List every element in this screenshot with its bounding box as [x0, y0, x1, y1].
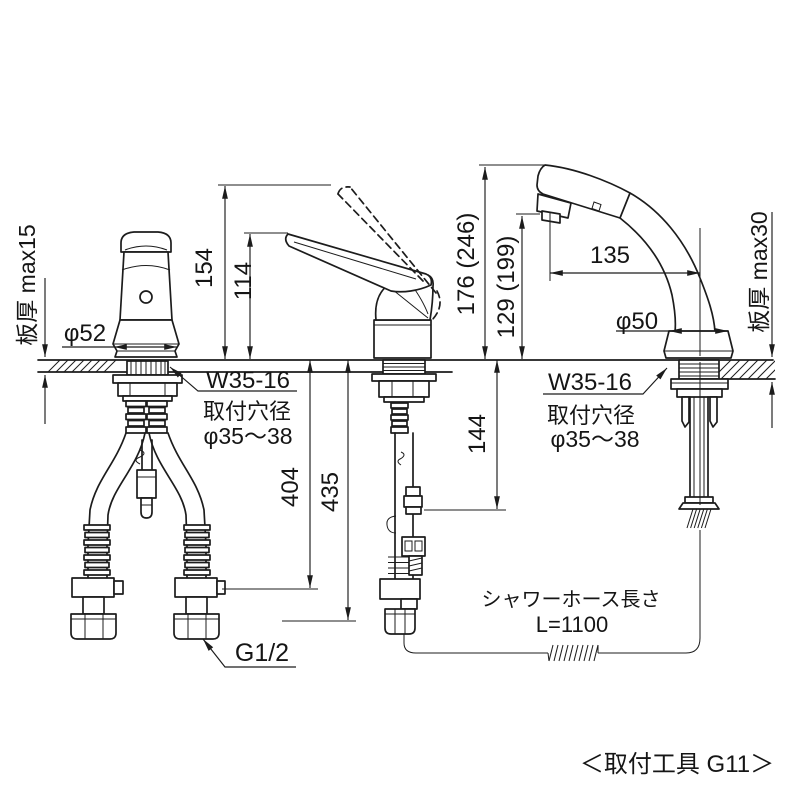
left-faucet-front-view	[70, 231, 226, 640]
label-plate-thickness-left: 板厚 max15	[14, 224, 40, 345]
hatch-left	[47, 359, 117, 373]
label-dia-50: φ50	[616, 308, 658, 335]
dim-label-176: 176 (246)	[453, 213, 480, 316]
dim-label-129: 129 (199)	[493, 236, 520, 339]
right-spout-view	[536, 164, 734, 529]
supply-hoses	[70, 432, 226, 640]
dim-label-435: 435	[317, 472, 344, 512]
label-hole-dia-right: φ35〜38	[550, 426, 639, 452]
hose-spring	[686, 508, 712, 529]
braid-right	[183, 524, 211, 576]
center-faucet-side-view	[284, 186, 441, 635]
connector-left	[70, 577, 124, 640]
labels: 板厚 max15 φ52 154 114 W35-16 取付穴径 φ35〜38 …	[14, 211, 774, 778]
label-thread-right: W35-16	[548, 369, 632, 396]
dim-label-144: 144	[464, 414, 491, 454]
hose-coil	[547, 644, 599, 662]
label-hole-left: 取付穴径	[203, 399, 291, 424]
braid-left	[83, 524, 111, 576]
dim-label-154: 154	[191, 248, 218, 288]
label-g12: G1/2	[235, 639, 289, 667]
label-hole-right: 取付穴径	[547, 403, 635, 428]
center-hose	[135, 439, 157, 519]
label-hole-dia-left: φ35〜38	[203, 423, 292, 449]
label-shower-hose-length: L=1100	[536, 612, 608, 637]
shower-hose	[403, 530, 701, 662]
hose-stubs	[125, 400, 168, 434]
dim-label-404: 404	[277, 467, 304, 507]
label-dia-52: φ52	[64, 320, 106, 347]
label-plate-thickness-right: 板厚 max30	[746, 211, 772, 332]
lever-raised-phantom	[337, 186, 441, 321]
label-shower-hose: シャワーホース長さ	[482, 589, 661, 611]
dim-label-114: 114	[230, 262, 257, 300]
dim-label-135: 135	[590, 242, 630, 269]
dimension-lines	[42, 164, 775, 668]
label-tool-note: ＜取付工具 G11＞	[580, 751, 774, 778]
lever-handle	[284, 233, 433, 293]
hatch-right	[714, 360, 775, 379]
label-thread-left: W35-16	[206, 367, 290, 394]
connector-right	[173, 577, 226, 640]
